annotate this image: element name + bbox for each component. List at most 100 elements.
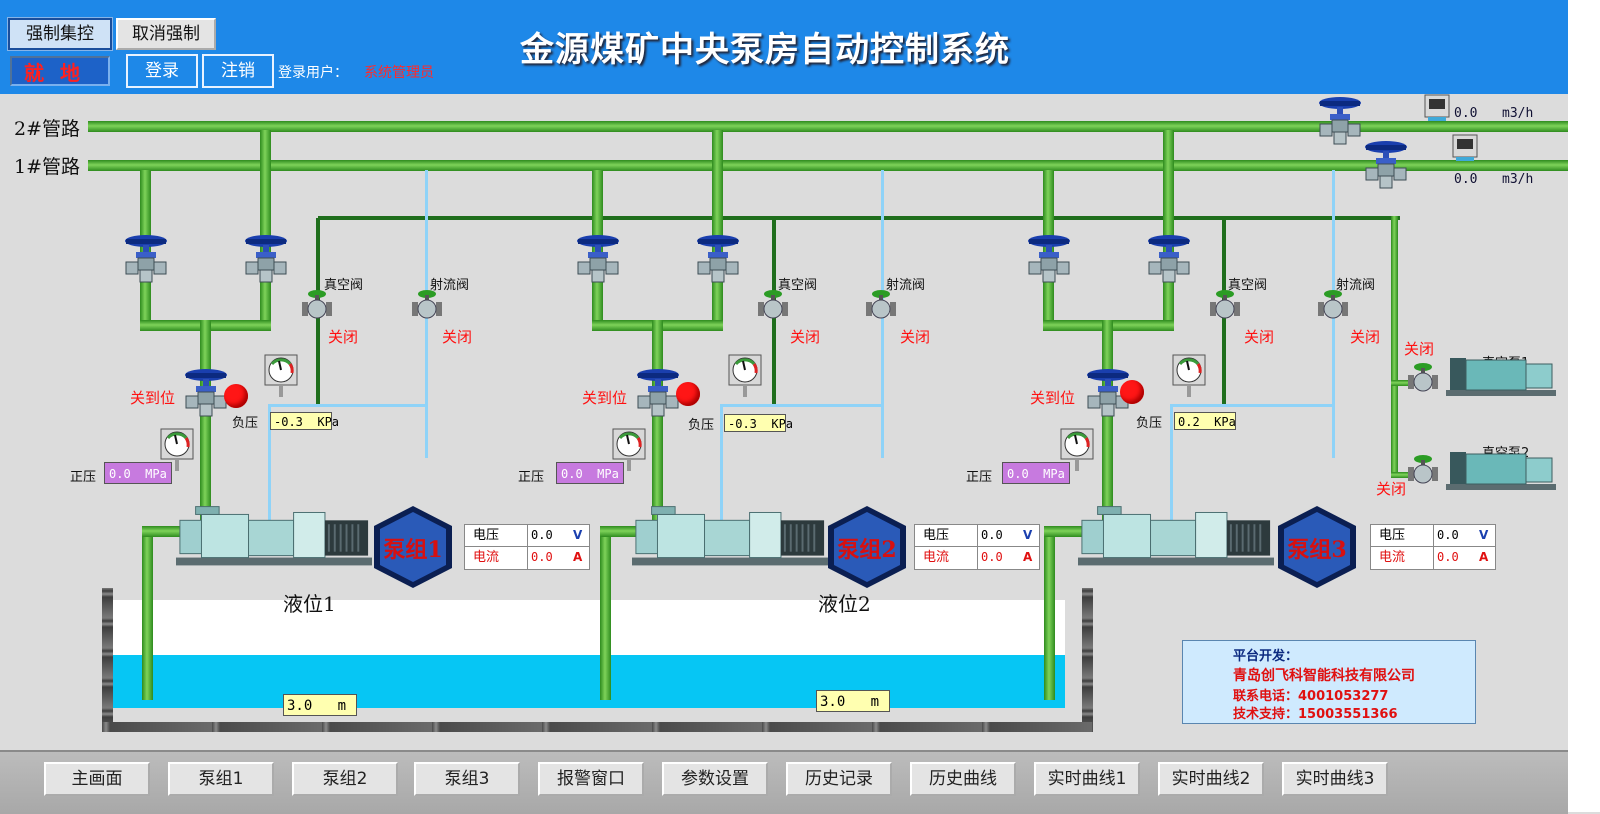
g1-pos-pressure-readout: 0.0 MPa — [104, 462, 172, 484]
g2-jet-valve-icon[interactable] — [866, 289, 896, 319]
pipe2-flow-unit: m3/h — [1502, 106, 1534, 121]
g1-main-valve-icon[interactable] — [184, 368, 228, 418]
g2-pos-pressure-readout: 0.0 MPa — [556, 462, 624, 484]
g2-current-unit: A — [1023, 550, 1033, 564]
nav-parameter-settings[interactable]: 参数设置 — [662, 762, 768, 796]
nav-realtime-curve-2[interactable]: 实时曲线2 — [1158, 762, 1264, 796]
force-central-button[interactable]: 强制集控 — [7, 17, 113, 51]
g2-voltage-unit: V — [1023, 528, 1033, 542]
g3-neg-down — [1170, 404, 1173, 522]
g3-neg-pressure-label: 负压 — [1136, 416, 1163, 431]
g3-voltage-label: 电压 — [1379, 528, 1406, 543]
vacuum-riser — [1391, 216, 1398, 478]
g2-alarm-lamp — [676, 382, 700, 406]
g3-voltage-unit: V — [1479, 528, 1489, 542]
g2-vacuum-valve-icon[interactable] — [758, 289, 788, 319]
nav-realtime-curve-3[interactable]: 实时曲线3 — [1282, 762, 1388, 796]
tank-wall-left — [102, 588, 113, 732]
g1-pump-motor-icon[interactable] — [176, 506, 372, 566]
g3-inlet-valve-1-icon[interactable] — [1027, 234, 1071, 284]
nav-alarm-window[interactable]: 报警窗口 — [538, 762, 644, 796]
g2-hexagon-badge[interactable] — [826, 504, 908, 590]
local-status-indicator: 就地 — [10, 56, 110, 86]
tank-water — [113, 655, 1065, 708]
g2-current-label: 电流 — [923, 550, 950, 565]
g3-inlet-valve-2-icon[interactable] — [1147, 234, 1191, 284]
g1-vacuum-valve-label: 真空阀 — [324, 278, 364, 293]
g1-current-unit: A — [573, 550, 583, 564]
g3-current-value: 0.0 — [1437, 550, 1459, 564]
pipe2-main — [88, 121, 1568, 132]
g2-suction-in-tank — [600, 600, 611, 700]
g2-neg-pressure-label: 负压 — [688, 418, 715, 433]
pipe1-flow-value: 0.0 — [1454, 172, 1478, 187]
info-phone: 联系电话：4001053277 — [1233, 689, 1389, 704]
g3-vacuum-valve-state: 关闭 — [1244, 328, 1275, 346]
vac-branch-2 — [1391, 472, 1421, 478]
g1-vacuum-valve-icon[interactable] — [302, 289, 332, 319]
g2-pump-motor-icon[interactable] — [632, 506, 828, 566]
g2-voltage-value: 0.0 — [981, 528, 1003, 542]
g1-hexagon-badge[interactable] — [372, 504, 454, 590]
vac-pump2-icon[interactable] — [1446, 446, 1556, 490]
cancel-force-button[interactable]: 取消强制 — [116, 18, 216, 50]
nav-pump-group-2[interactable]: 泵组2 — [292, 762, 398, 796]
g1-jet-valve-icon[interactable] — [412, 289, 442, 319]
g3-suction-elbow — [1044, 526, 1084, 537]
pipe1-control-valve-icon[interactable] — [1364, 140, 1408, 190]
g2-inlet-valve-1-icon[interactable] — [576, 234, 620, 284]
vac-pump1-valve-icon[interactable] — [1408, 362, 1438, 392]
g1-main-valve-state: 关到位 — [130, 389, 176, 407]
g2-neg-pressure-readout: -0.3 KPa — [724, 414, 793, 432]
g1-jet-valve-state: 关闭 — [442, 328, 473, 346]
vac-pump2-valve-state: 关闭 — [1376, 480, 1407, 498]
pipe1-label: 1#管路 — [14, 156, 81, 178]
vac-pump2-valve-icon[interactable] — [1408, 454, 1438, 484]
g3-current-label: 电流 — [1379, 550, 1406, 565]
pipe2-flowmeter-icon — [1424, 94, 1450, 122]
nav-pump-group-3[interactable]: 泵组3 — [414, 762, 520, 796]
level1-readout: 3.0 m — [283, 694, 357, 716]
vac-branch-1 — [1391, 380, 1421, 386]
g1-pos-pressure-label: 正压 — [70, 470, 97, 485]
g2-inlet-valve-2-icon[interactable] — [696, 234, 740, 284]
g2-main-valve-icon[interactable] — [636, 368, 680, 418]
nav-history-records[interactable]: 历史记录 — [786, 762, 892, 796]
g1-inlet-valve-2-icon[interactable] — [244, 234, 288, 284]
login-button[interactable]: 登录 — [126, 54, 198, 88]
g2-main-valve-state: 关到位 — [582, 389, 628, 407]
info-panel: 平台开发： 青岛创飞科智能科技有限公司 联系电话：4001053277 技术支持… — [1182, 640, 1476, 724]
g1-current-label: 电流 — [473, 550, 500, 565]
logout-button[interactable]: 注销 — [202, 54, 274, 88]
g3-electric-panel: 电压 0.0 V 电流 0.0 A — [1370, 524, 1496, 570]
g3-pump-motor-icon[interactable] — [1078, 506, 1274, 566]
g3-riser-2 — [1163, 130, 1174, 330]
g1-inlet-valve-1-icon[interactable] — [124, 234, 168, 284]
pipe1-main — [88, 160, 1568, 171]
g1-voltage-value: 0.0 — [531, 528, 553, 542]
nav-history-curves[interactable]: 历史曲线 — [910, 762, 1016, 796]
g2-neg-gauge-icon — [728, 354, 762, 398]
g3-vacuum-valve-icon[interactable] — [1210, 289, 1240, 319]
g3-hexagon-badge[interactable] — [1276, 504, 1358, 590]
g3-jet-valve-label: 射流阀 — [1336, 278, 1376, 293]
window-edge — [1568, 0, 1600, 812]
g3-pos-pressure-label: 正压 — [966, 470, 993, 485]
g1-electric-panel: 电压 0.0 V 电流 0.0 A — [464, 524, 590, 570]
g3-jet-valve-icon[interactable] — [1318, 289, 1348, 319]
level1-label: 液位1 — [283, 592, 336, 616]
g1-riser-2 — [260, 130, 271, 330]
pipe1-flow-unit: m3/h — [1502, 172, 1534, 187]
g1-neg-pressure-readout: -0.3 KPa — [270, 412, 339, 430]
tank-air — [113, 600, 1065, 655]
g3-pos-pressure-readout: 0.0 MPa — [1002, 462, 1070, 484]
vac-pump1-icon[interactable] — [1446, 352, 1556, 396]
nav-main-screen[interactable]: 主画面 — [44, 762, 150, 796]
pipe2-control-valve-icon[interactable] — [1318, 96, 1362, 146]
g2-neg-line — [720, 404, 884, 407]
pipe2-label: 2#管路 — [14, 118, 81, 140]
g2-vacuum-valve-state: 关闭 — [790, 328, 821, 346]
g3-name: 泵组3 — [1287, 537, 1347, 563]
nav-pump-group-1[interactable]: 泵组1 — [168, 762, 274, 796]
nav-realtime-curve-1[interactable]: 实时曲线1 — [1034, 762, 1140, 796]
